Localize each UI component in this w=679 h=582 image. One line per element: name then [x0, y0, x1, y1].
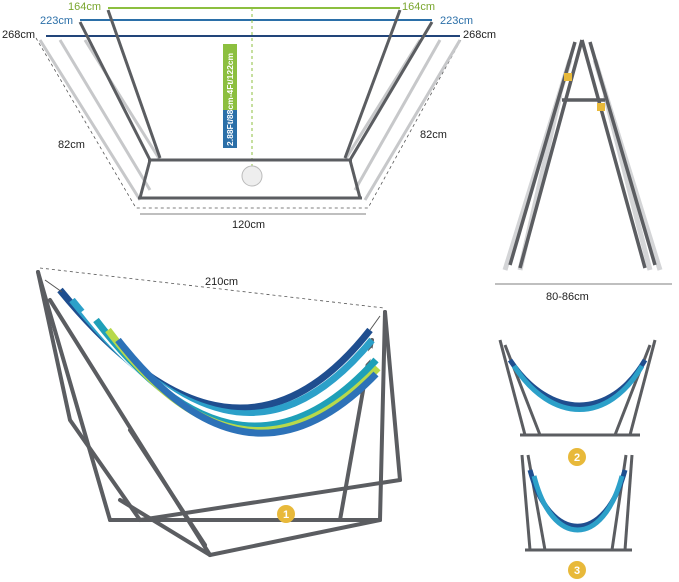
side-depth-label: 80-86cm [546, 291, 589, 303]
hook-ball [241, 165, 263, 187]
step-badge-3 [568, 561, 586, 579]
step-badge-3-label: 3 [574, 565, 580, 577]
step-badge-1-label: 1 [283, 509, 289, 521]
blue-width-left-label: 223cm [40, 15, 73, 27]
side-joint-right [597, 103, 605, 111]
main-view: 210cm 1 [36, 267, 402, 557]
green-width-left-label: 164cm [68, 1, 101, 13]
step-3-view: 3 [520, 454, 634, 579]
step-3-hammock [527, 469, 628, 533]
length-dim-line [39, 267, 385, 309]
frame-top-view [78, 9, 434, 200]
step-2-view: 2 [498, 339, 657, 466]
step-badge-2-label: 2 [574, 452, 580, 464]
height-label-box-blue [223, 110, 237, 148]
height-label: 2.88Ft/88cm-4Ft/122cm [225, 52, 235, 146]
blue-width-right-label: 223cm [440, 15, 473, 27]
side-frame [508, 39, 657, 269]
side-left-label: 82cm [58, 139, 85, 151]
step-2-hammock [507, 358, 648, 412]
hammock-ropes [44, 279, 381, 331]
step-3-frame [520, 454, 634, 552]
green-width-right-label: 164cm [402, 1, 435, 13]
top-view-dashed-outline [35, 37, 463, 209]
outer-width-left-label: 268cm [2, 29, 35, 41]
base-width-label: 120cm [232, 219, 265, 231]
step-2-frame [498, 339, 657, 437]
side-view: 80-86cm [495, 39, 672, 303]
length-label: 210cm [205, 276, 238, 288]
step-badge-1 [277, 505, 295, 523]
side-right-label: 82cm [420, 129, 447, 141]
top-view: 2.88Ft/88cm-4Ft/122cm 164cm 164cm 223cm … [2, 1, 496, 231]
hammock-fabric [57, 287, 381, 437]
outer-width-right-label: 268cm [463, 29, 496, 41]
step-badge-2 [568, 448, 586, 466]
frame-ghost-arms [38, 39, 462, 201]
side-joint-left [564, 73, 572, 81]
